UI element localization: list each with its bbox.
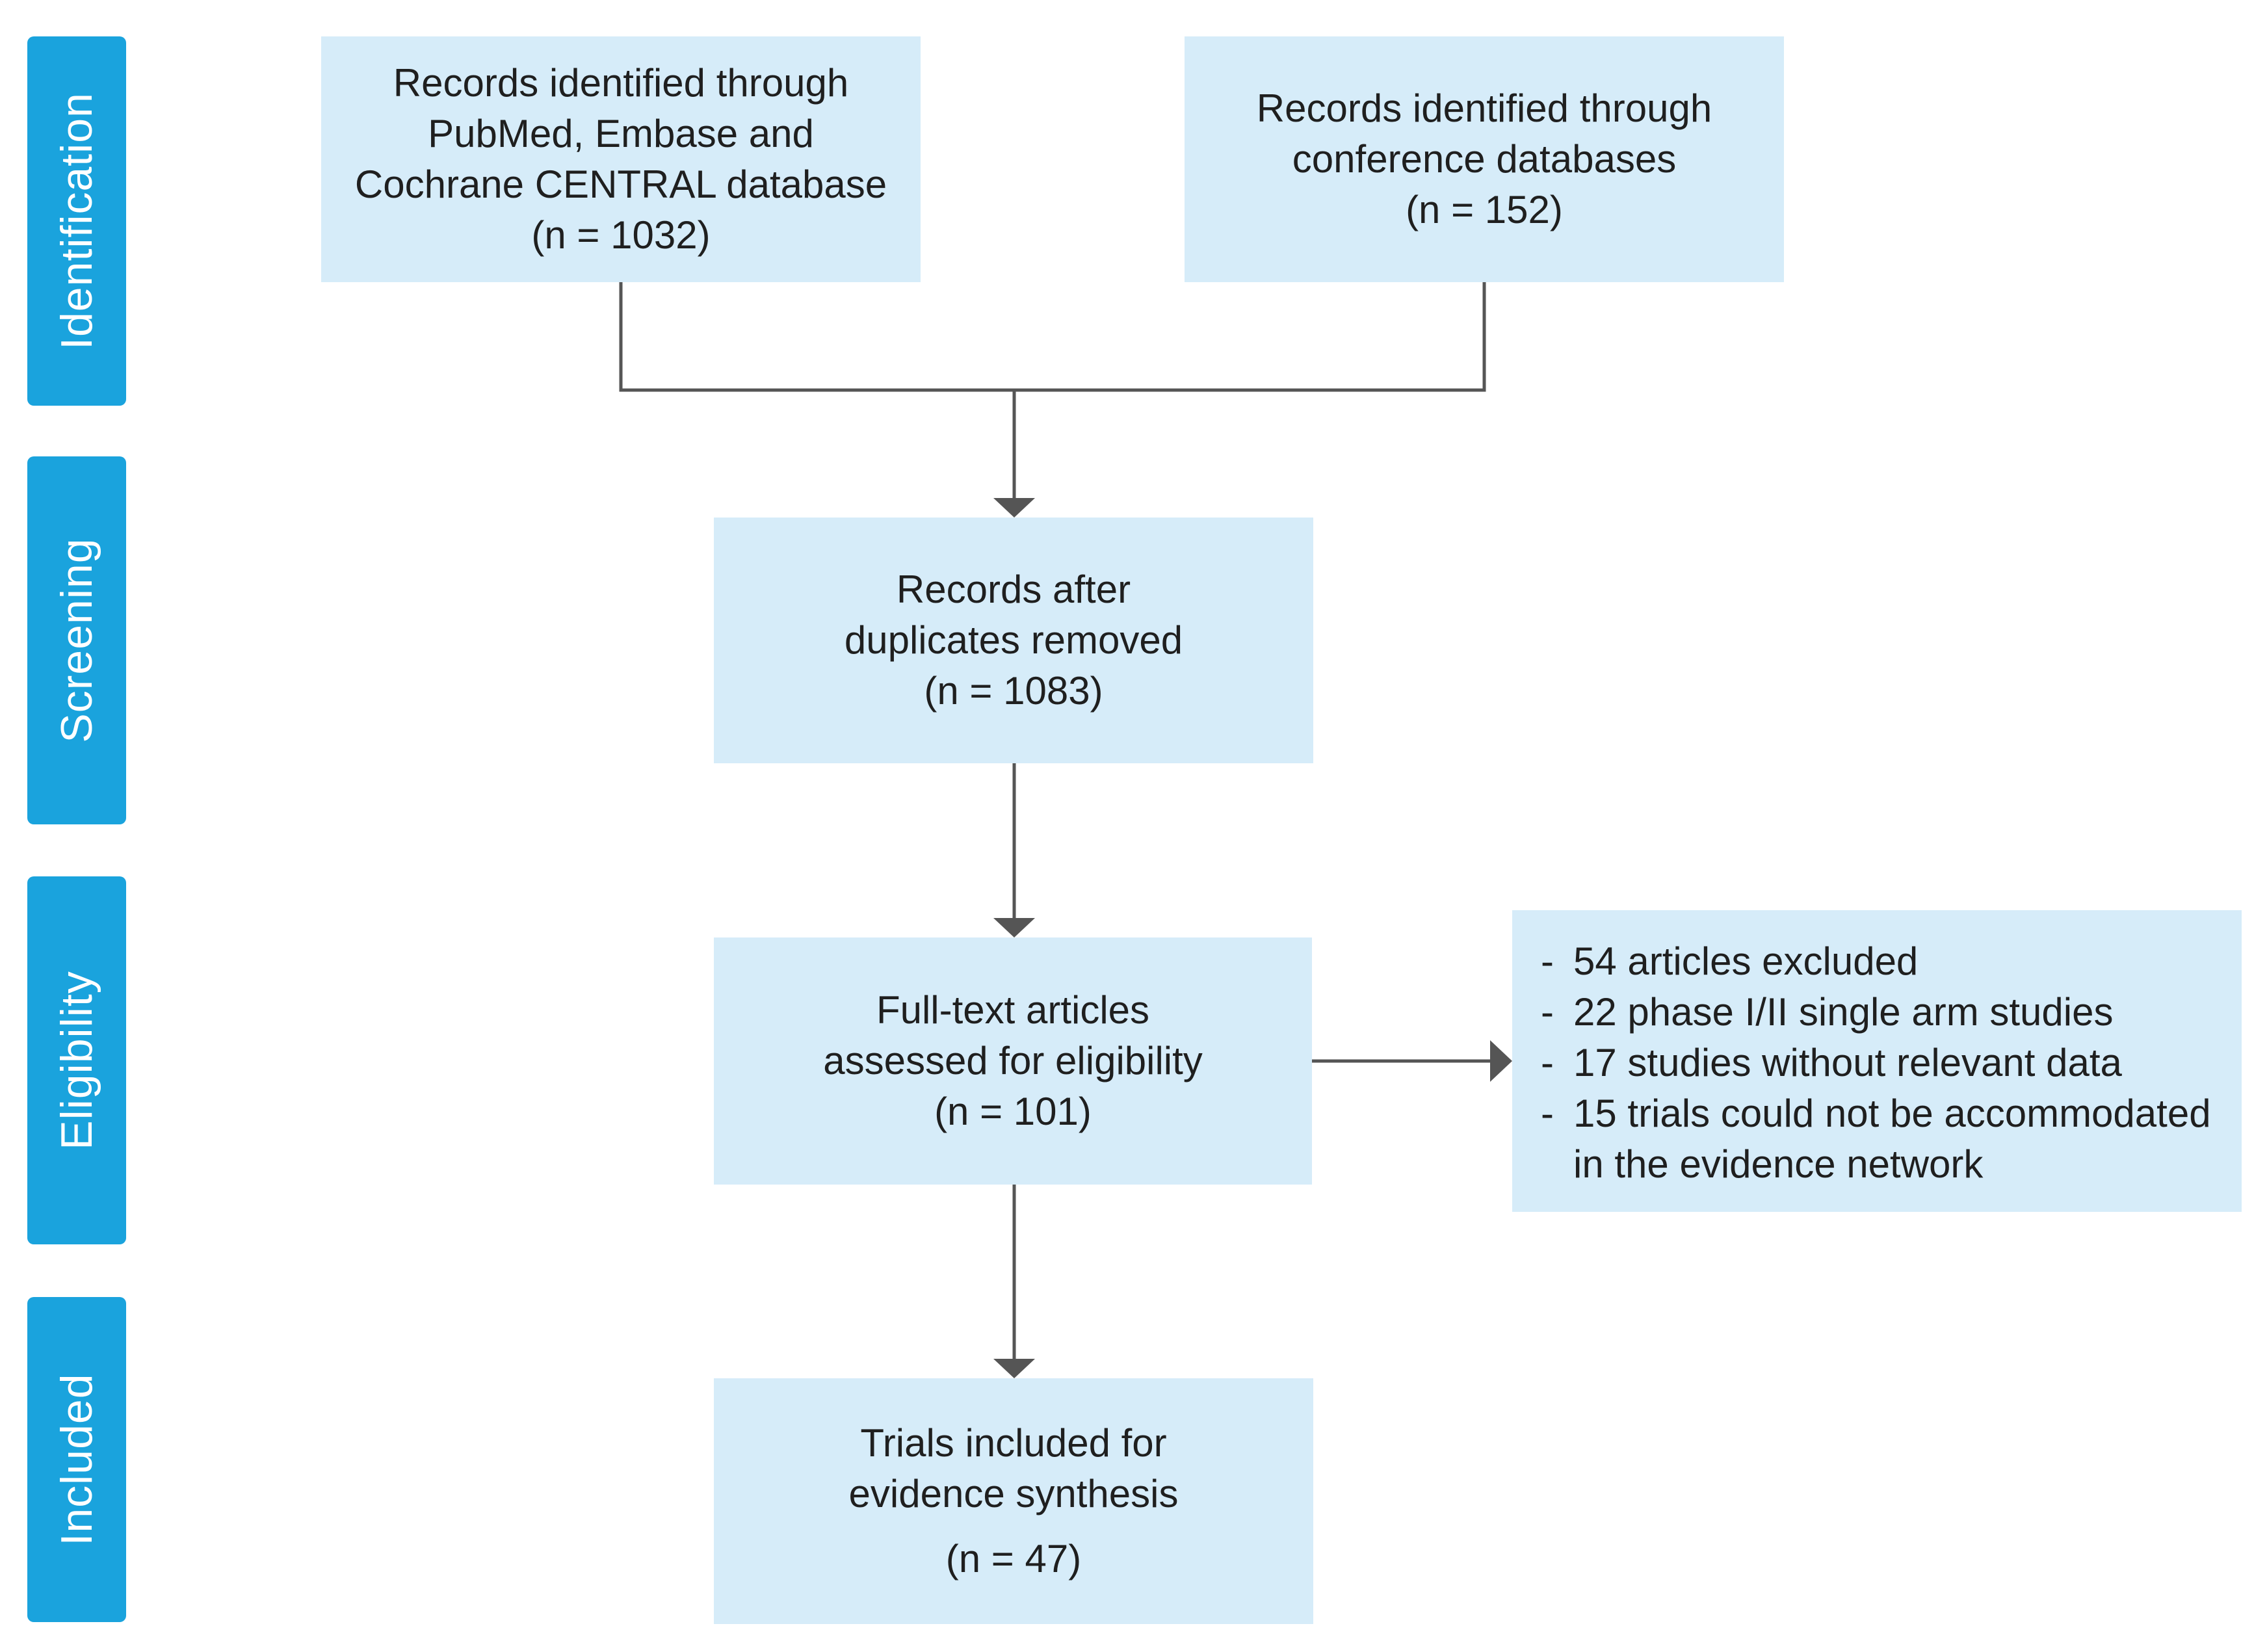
box-included-line-1: Trials included for xyxy=(860,1421,1167,1465)
box-included-line-2: evidence synthesis xyxy=(848,1472,1179,1515)
box-database-records-count: (n = 1032) xyxy=(531,213,711,257)
exclusion-item: -22 phase I/II single arm studies xyxy=(1512,987,2242,1038)
exclusion-item: -17 studies without relevant data xyxy=(1512,1038,2242,1088)
stage-screening: Screening xyxy=(27,456,126,824)
box-database-records: Records identified through PubMed, Embas… xyxy=(321,36,921,282)
box-exclusions: -54 articles excluded -22 phase I/II sin… xyxy=(1512,910,2242,1212)
exclusion-item: -54 articles excluded xyxy=(1512,936,2242,987)
box-deduplicated-count: (n = 1083) xyxy=(924,669,1103,713)
box-conference-records: Records identified through conference da… xyxy=(1185,36,1784,282)
arrowhead-fulltext xyxy=(993,918,1035,937)
box-database-records-line-2: PubMed, Embase and xyxy=(428,112,814,155)
box-fulltext-count: (n = 101) xyxy=(934,1090,1092,1133)
exclusion-list: -54 articles excluded -22 phase I/II sin… xyxy=(1512,936,2242,1190)
exclusion-dash: - xyxy=(1541,1092,1554,1135)
exclusion-item-text: 22 phase I/II single arm studies xyxy=(1573,990,2114,1034)
stage-included: Included xyxy=(27,1297,126,1622)
box-conference-records-line-2: conference databases xyxy=(1292,137,1677,181)
box-fulltext-line-1: Full-text articles xyxy=(876,988,1150,1032)
exclusion-dash: - xyxy=(1541,1041,1554,1084)
exclusion-item-text: 15 trials could not be accommodated in t… xyxy=(1573,1092,2211,1186)
arrowhead-exclusions xyxy=(1490,1040,1512,1082)
arrowhead-included xyxy=(993,1359,1035,1378)
box-included-trials: Trials included for evidence synthesis (… xyxy=(714,1378,1313,1624)
box-database-records-line-3: Cochrane CENTRAL database xyxy=(354,163,887,206)
box-deduplicated-line-1: Records after xyxy=(896,568,1131,611)
box-fulltext-assessed: Full-text articles assessed for eligibil… xyxy=(714,937,1312,1185)
exclusion-dash: - xyxy=(1541,990,1554,1034)
stage-identification: Identification xyxy=(27,36,126,406)
box-included-count: (n = 47) xyxy=(945,1537,1082,1580)
arrowhead-deduplicated xyxy=(993,498,1035,518)
box-database-records-line-1: Records identified through xyxy=(393,61,849,105)
exclusion-item-text: 17 studies without relevant data xyxy=(1573,1041,2122,1084)
stage-eligibility: Eligibility xyxy=(27,876,126,1244)
exclusion-item: -15 trials could not be accommodated in … xyxy=(1512,1088,2242,1190)
exclusion-dash: - xyxy=(1541,939,1554,983)
connector-databases-to-merge xyxy=(619,282,1486,392)
box-deduplicated-records: Records after duplicates removed (n = 10… xyxy=(714,518,1313,763)
box-deduplicated-line-2: duplicates removed xyxy=(844,618,1183,662)
box-conference-records-count: (n = 152) xyxy=(1406,188,1563,231)
box-conference-records-line-1: Records identified through xyxy=(1256,86,1712,130)
exclusion-item-text: 54 articles excluded xyxy=(1573,939,1919,983)
box-fulltext-line-2: assessed for eligibility xyxy=(823,1039,1203,1082)
